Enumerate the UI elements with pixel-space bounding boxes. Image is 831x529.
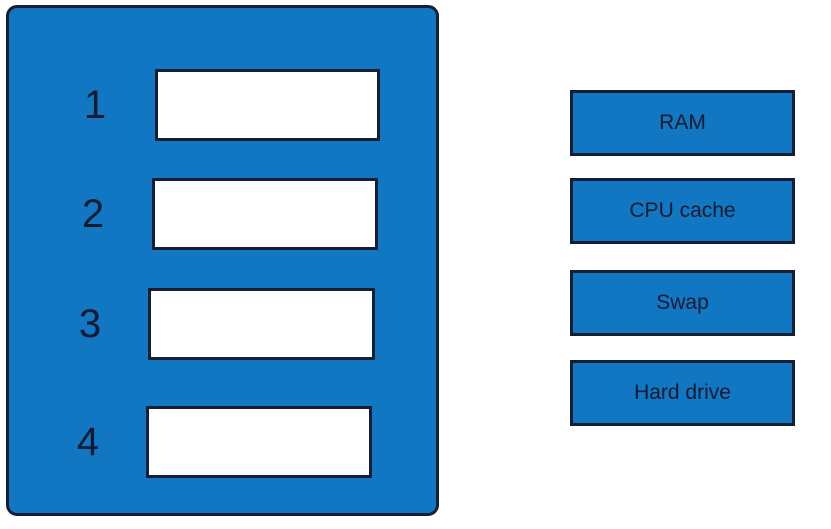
- draggable-term-swap[interactable]: Swap: [570, 270, 795, 336]
- draggable-term-ram[interactable]: RAM: [570, 90, 795, 156]
- order-row-1: 1: [9, 69, 436, 141]
- order-row-4: 4: [9, 406, 436, 478]
- rank-label-4: 4: [76, 420, 100, 464]
- order-row-2: 2: [9, 178, 436, 250]
- ordering-panel: 1 2 3 4: [6, 5, 439, 516]
- rank-label-3: 3: [78, 302, 102, 346]
- order-row-3: 3: [9, 288, 436, 360]
- draggable-term-hard-drive[interactable]: Hard drive: [570, 360, 795, 426]
- drop-slot-2[interactable]: [152, 178, 378, 250]
- drop-slot-3[interactable]: [148, 288, 375, 360]
- drop-slot-4[interactable]: [146, 406, 372, 478]
- drop-slot-1[interactable]: [155, 69, 380, 141]
- rank-label-1: 1: [83, 83, 107, 127]
- rank-label-2: 2: [81, 192, 105, 236]
- draggable-term-cpu-cache[interactable]: CPU cache: [570, 178, 795, 244]
